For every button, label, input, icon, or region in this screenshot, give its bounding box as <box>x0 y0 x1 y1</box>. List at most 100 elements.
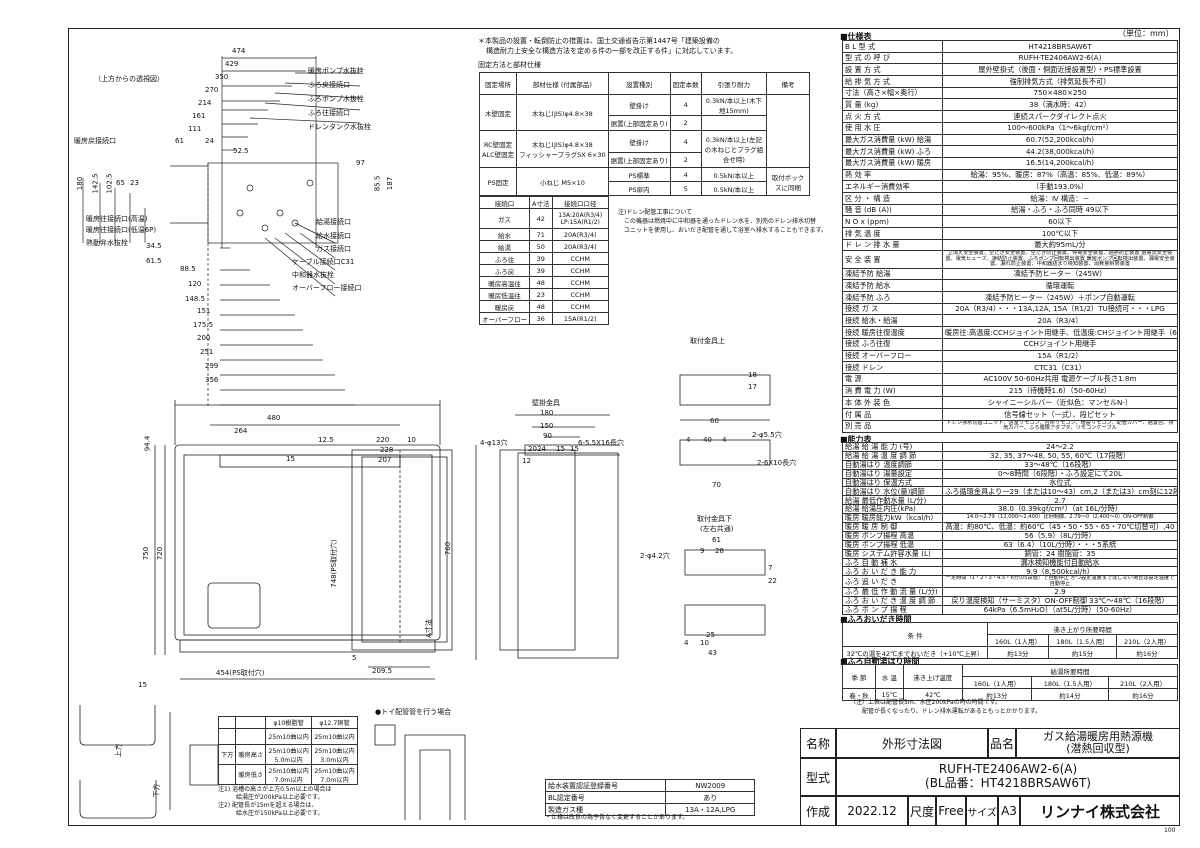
spec-value: 20A（R3/4） <box>942 314 1178 328</box>
bracket-dim: 15 <box>556 445 565 453</box>
perf-value: 24～2.2 <box>942 442 1178 452</box>
leader-line <box>294 222 336 244</box>
fixing-cell: 木ねじ(JIS)φ4.8×38 <box>516 94 609 131</box>
fixing-cell: 4 <box>669 167 702 182</box>
perf-row: 自動湯はり 保温方式水位式 <box>842 477 1178 488</box>
perf-label: 自動湯はり 水位(量)調節 <box>842 486 943 497</box>
spec-value: 100℃以下 <box>942 227 1178 240</box>
pipe-cell: 暖房低温往 <box>478 288 531 301</box>
fixing-cell: 0.3kN/本以上(左記の木ねじとプラグ組合せ時) <box>700 130 768 168</box>
dim-label: 161 <box>192 112 206 120</box>
pipe-cell: 71 <box>529 228 553 241</box>
fitting-lower-drawing <box>684 549 766 636</box>
perf-value: 戻り温度検知（サーミスタ）ON-OFF制御 33℃～48℃（16段階） <box>942 596 1178 607</box>
bathtub-lower <box>79 780 157 819</box>
unit-note: （単位：mm） <box>1118 29 1174 38</box>
dim-label: 111 <box>188 125 202 133</box>
drain-note-2: この機器は燃焼中に中和器を通ったドレン水を、別売のドレン排水切替 <box>624 218 817 225</box>
pipe-header: 接続口 <box>478 196 531 209</box>
dim-label: 750 <box>142 546 151 561</box>
oidaki-cell: 32℃の湯を42℃までおいだき（+10℃上昇） <box>842 646 988 659</box>
spec-row: エネルギー消費効率（手動193.0%） <box>842 180 1178 193</box>
pipe-cell: 39 <box>529 252 553 265</box>
spec-label: 点 火 方 式 <box>842 110 943 123</box>
size-label: サイズ <box>966 796 998 826</box>
spec-label: 排 気 温 度 <box>842 227 943 240</box>
oidaki-sub: 210L（2人用） <box>1116 634 1178 647</box>
spec-value: 38（満水時：42） <box>942 98 1178 112</box>
spec-label: 接続 オーバーフロー <box>842 349 943 363</box>
perf-value: 漏水検知機能付自動給水 <box>942 557 1178 568</box>
fitting-lower-dim: 28 <box>715 547 724 555</box>
drawing-frame <box>68 28 1180 826</box>
perf-value: 9.9（8,500kcal/h） <box>942 566 1178 577</box>
spec-label: 消 費 電 力 (W) <box>842 384 943 398</box>
spec-value: 16.5(14,200kcal/h) <box>942 156 1178 170</box>
pipe-cell: CCHM <box>551 276 609 289</box>
bracket-dim: 6-5.5X16長穴 <box>578 439 624 447</box>
spec-label: 電 源 <box>842 372 943 386</box>
callout-label: 暖房戻接続口 <box>74 137 116 145</box>
fitting-lower-dim: 61 <box>712 536 721 544</box>
spec-value: 凍結予防ヒーター（245W）＋ポンプ自動運転 <box>942 291 1178 304</box>
pipe-cell: オーバーフロー <box>478 312 531 325</box>
spec-label: 接続 ふろ往復 <box>842 337 943 351</box>
fixing-header: 設置種別 <box>607 72 671 95</box>
dim-label: 24 <box>205 137 214 145</box>
pipe-length-cell: 25m10曲以内 5.0m以内 <box>265 744 313 765</box>
dim-label: 15 <box>138 681 147 689</box>
perf-label: ふろ 最 低 作 動 流 量 (L/分) <box>842 587 943 598</box>
spec-label: 使 用 水 圧 <box>842 121 943 135</box>
fixing-cell: PS固定 <box>478 167 518 196</box>
perf-value: 32, 35, 37～48, 50, 55, 60℃（17段階） <box>942 450 1178 461</box>
spec-row: 質 量 (kg)38（満水時：42） <box>842 98 1178 112</box>
port-circle <box>291 219 299 227</box>
yuhari-cell: 約16分 <box>1108 688 1178 701</box>
fixing-cell: 0.3kN/本以上(木下地15mm) <box>700 94 768 116</box>
yuhari-header: 季 節 <box>842 664 876 689</box>
perf-row: 給湯 給湯圧内圧(kPa)38.0（0.39kgf/cm²）（at 16L/分時… <box>842 504 1178 515</box>
bracket-dim: 20 <box>528 445 537 453</box>
date-value: 2022.12 <box>836 796 908 826</box>
bracket-dim: 15 <box>570 445 579 453</box>
port-circle <box>236 209 244 217</box>
spec-label: 熱 効 率 <box>842 168 943 182</box>
spec-label: 最大ガス消費量 (kW) 給湯 <box>842 133 943 147</box>
spec-label: 接続 ドレン <box>842 361 943 374</box>
bracket-plate <box>517 452 619 659</box>
spec-label: 付 属 品 <box>842 407 943 421</box>
perf-label: 給湯 給 湯 温 度 調 節 <box>842 450 943 461</box>
dim-label: 180 <box>76 176 85 191</box>
fixing-cell: 据置(上部固定あり) <box>607 152 671 168</box>
perf-label: 自動湯はり 湯量設定 <box>842 468 943 479</box>
oidaki-title: ■ふろおいだき時間 <box>840 615 912 624</box>
spec-row: 付 属 品信号線セット（一式）、段ピセット <box>842 407 1178 421</box>
spec-row: 寸法（高さ×幅×奥行）750×480×250 <box>842 86 1178 100</box>
fitting-lower-dim: 22 <box>768 577 777 585</box>
fitting-upper-dim: 4 <box>686 436 691 444</box>
pipe-length-cell: 25m10曲以内 7.0m以内 <box>265 764 313 785</box>
perf-label: 暖房 暖 房 制 御 <box>842 522 943 532</box>
bracket-dim: 180 <box>540 409 554 417</box>
perf-row: 暖房 システム許容水量 (L)銅管：24 樹脂管：35 <box>842 548 1178 559</box>
callout-label: オーバーフロー接続口 <box>292 284 362 292</box>
fitting-lower-dim: 43 <box>708 649 717 657</box>
bracket-dim: 90 <box>543 432 552 440</box>
pipe-cell: 20A(R3/4) <box>551 228 609 241</box>
spec-value: 15A（R1/2） <box>942 349 1178 363</box>
perf-label: ふろ お い だ き 温 度 調 節 <box>842 596 943 607</box>
fitting-lower-dim: 25 <box>706 631 715 639</box>
fitting-upper-dim: 4 <box>722 436 727 444</box>
pipe-cell: 48 <box>529 300 553 313</box>
dim-label: 97 <box>356 159 365 167</box>
pipe-cell: 給水 <box>478 228 531 241</box>
yuhari-note-2: 配管が長くなったり、ドレン排水運転があるともっとかかります。 <box>862 708 1042 715</box>
leader-line <box>274 237 336 285</box>
dim-label: 10 <box>407 436 416 444</box>
toi-note: ●トイ配管管を行う場合 <box>375 708 452 716</box>
cert-label: 製造ガス種 <box>544 803 667 816</box>
